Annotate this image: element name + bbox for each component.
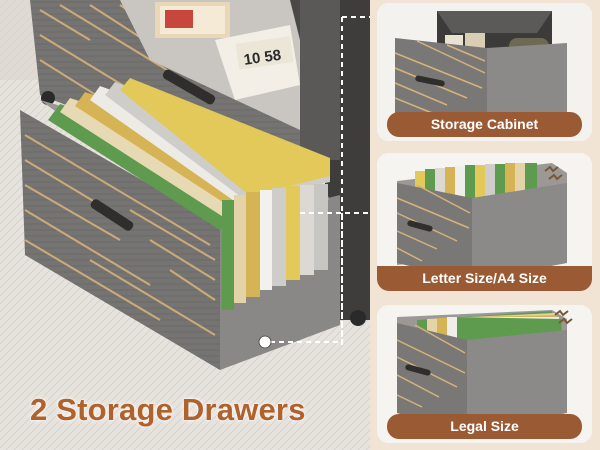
bottom-drawer bbox=[20, 78, 340, 370]
letter-size-card: Letter Size/A4 Size bbox=[377, 153, 592, 291]
legal-size-card: Legal Size bbox=[377, 305, 592, 443]
caster-wheel-icon bbox=[350, 310, 366, 326]
headline: 2 Storage Drawers bbox=[30, 392, 306, 427]
storage-cabinet-card: Storage Cabinet bbox=[377, 3, 592, 141]
book-cover-text: 10 58 bbox=[243, 47, 283, 69]
callout-label-storage-cabinet: Storage Cabinet bbox=[387, 112, 582, 137]
callout-label-letter-size: Letter Size/A4 Size bbox=[377, 266, 592, 291]
callout-label-legal-size: Legal Size bbox=[387, 414, 582, 439]
